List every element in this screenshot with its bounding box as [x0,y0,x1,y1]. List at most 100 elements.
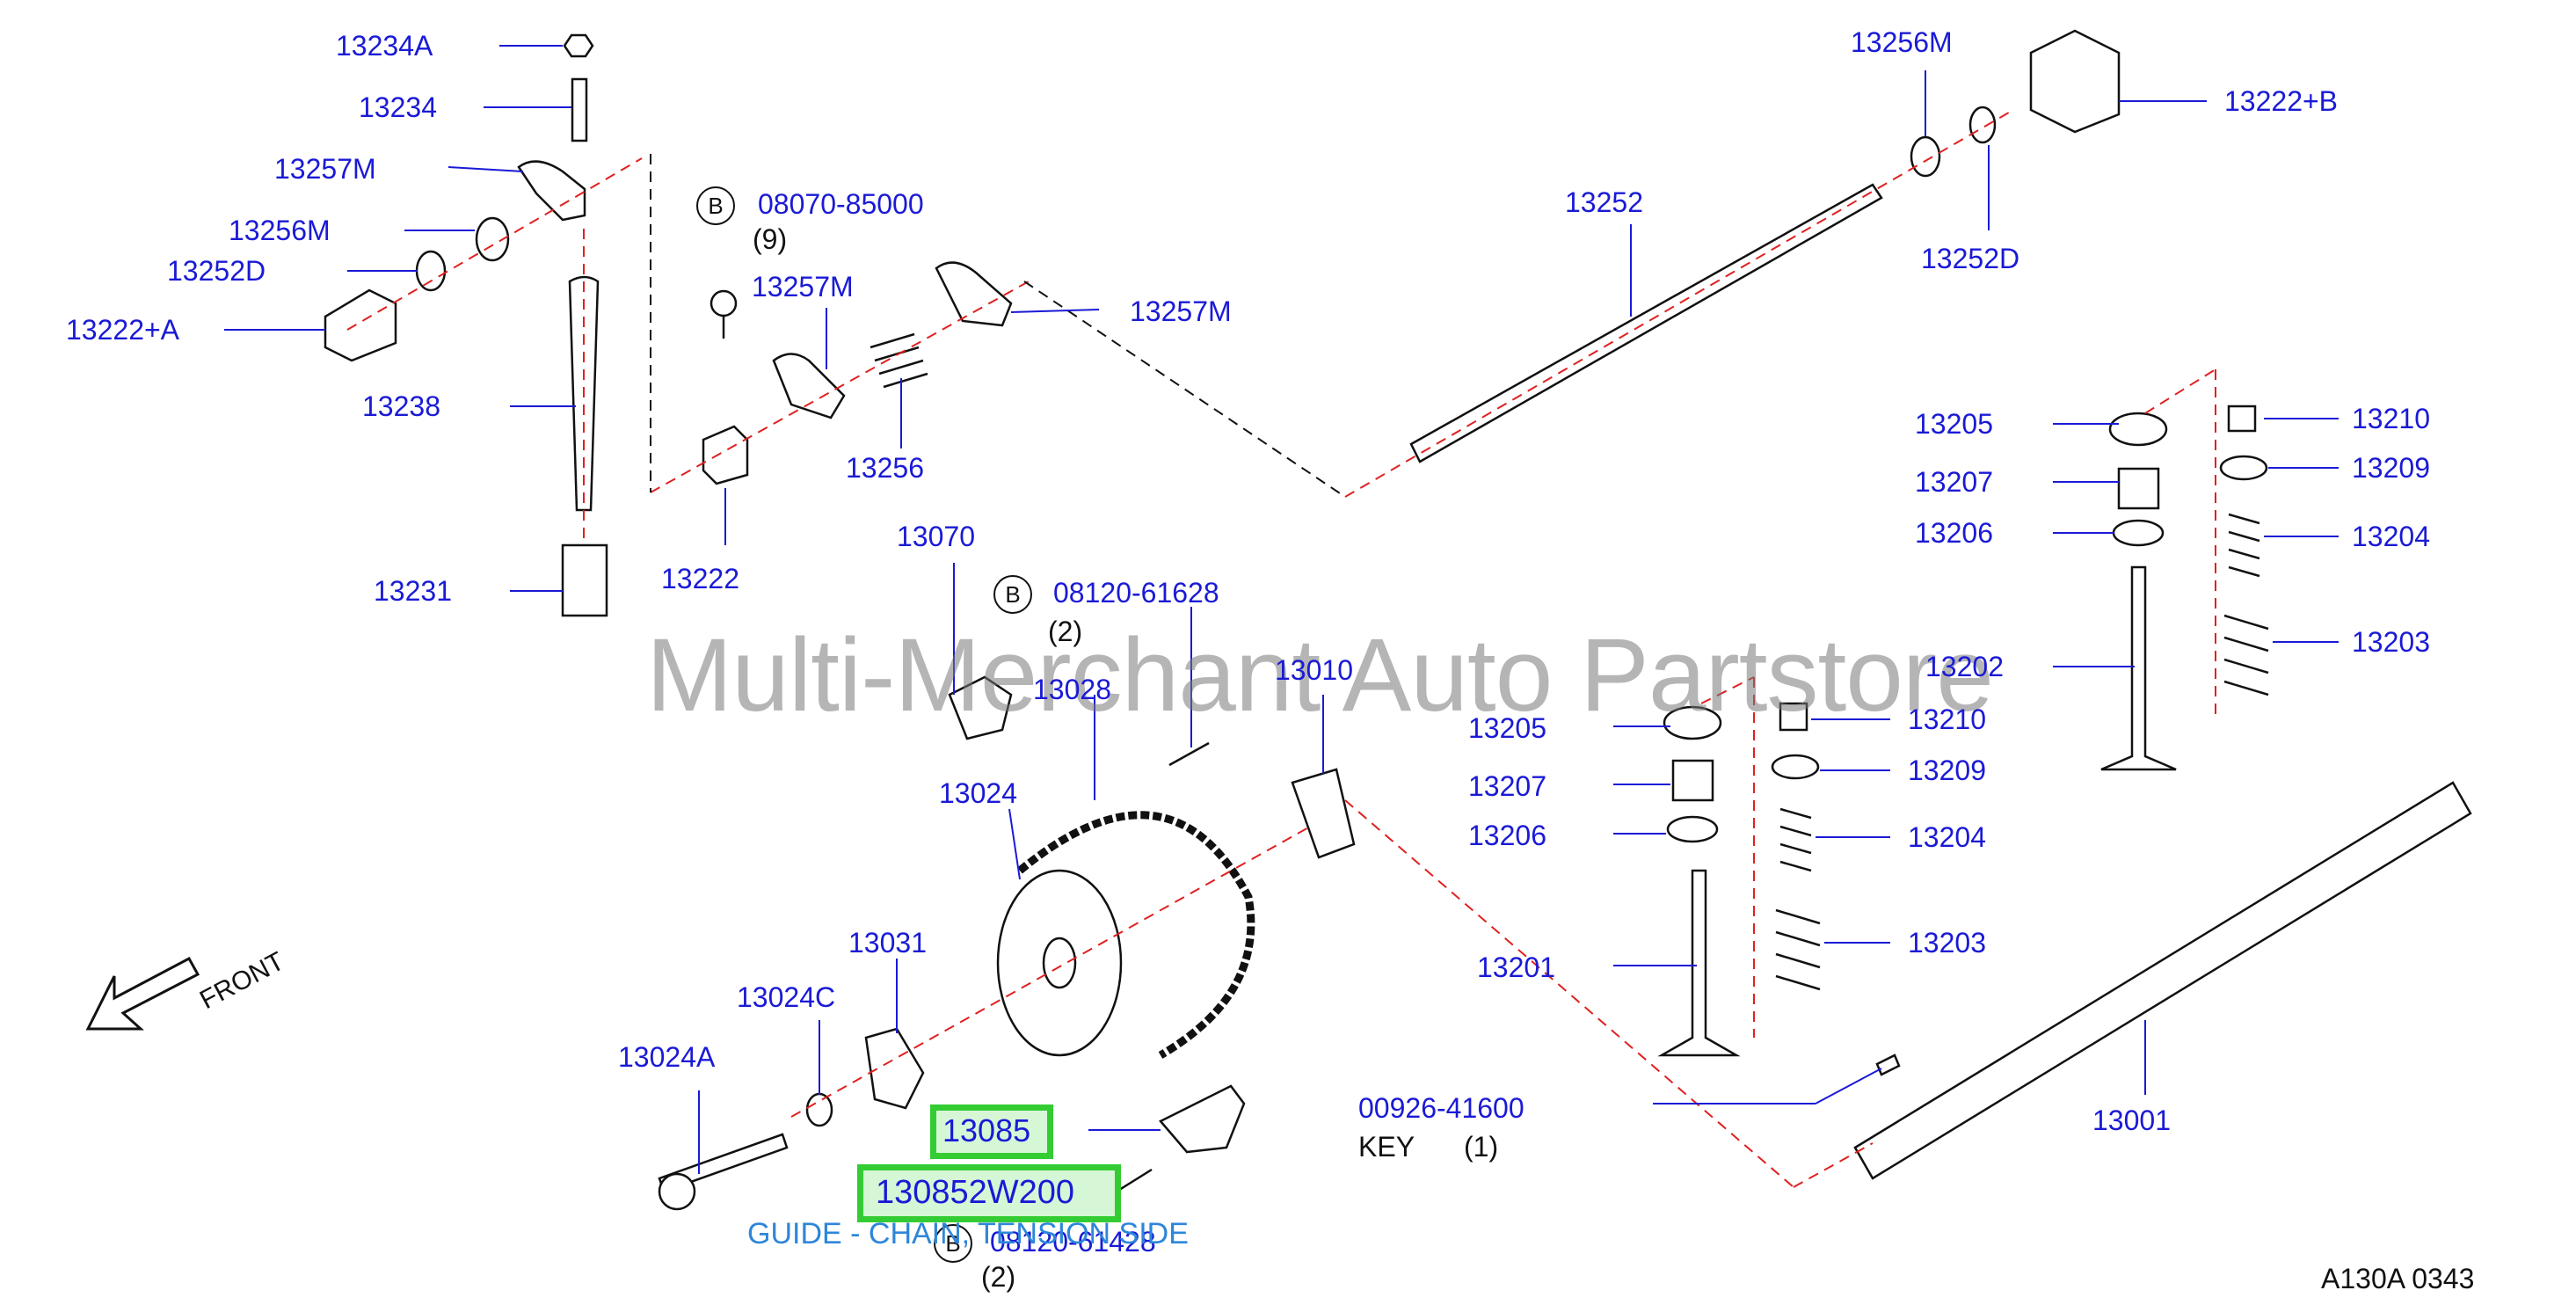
label-13222[interactable]: 13222 [661,563,739,594]
dash-valve-r [2144,368,2216,414]
label-13203-m[interactable]: 13203 [1908,927,1986,959]
label-13222A[interactable]: 13222+A [66,314,180,346]
label-13205-m[interactable]: 13205 [1468,712,1546,744]
qty-key: (1) [1464,1131,1499,1163]
seat-13206-r[interactable] [2112,519,2165,547]
dash-black-1 [1023,281,1346,498]
rocker-13257M-c[interactable] [935,261,1013,327]
label-13024[interactable]: 13024 [939,777,1017,809]
spring-13203-m[interactable] [1775,908,1821,991]
spring-13256[interactable] [870,332,928,389]
label-13204-r[interactable]: 13204 [2352,521,2430,552]
nut-13234A[interactable] [563,33,594,58]
circle-b-08070: B [696,186,735,225]
label-13209-m[interactable]: 13209 [1908,755,1986,786]
label-13222B[interactable]: 13222+B [2224,85,2339,117]
label-13010[interactable]: 13010 [1275,654,1353,686]
label-13205-r[interactable]: 13205 [1915,408,1993,440]
leader-13257M-c [1010,309,1100,313]
support-13222A[interactable] [324,288,397,362]
keeper-13210-r[interactable] [2227,405,2257,433]
label-13207-r[interactable]: 13207 [1915,466,1993,498]
label-13210-r[interactable]: 13210 [2352,403,2430,434]
label-13206-m[interactable]: 13206 [1468,820,1546,851]
rocker-shaft-13252[interactable] [1409,183,1883,463]
label-13028[interactable]: 13028 [1033,674,1111,705]
label-13234A[interactable]: 13234A [336,30,433,62]
label-08070-85000[interactable]: 08070-85000 [758,188,924,220]
label-13024A[interactable]: 13024A [618,1041,716,1073]
valve-13202[interactable] [2100,565,2177,771]
washer-13252D-a[interactable] [415,250,447,292]
part-number-130852W200[interactable]: 130852W200 [876,1174,1075,1211]
label-08120-61428[interactable]: 08120-61428 [990,1226,1156,1258]
camshaft-13001[interactable] [1853,781,2472,1180]
washer-13256M-b[interactable] [1910,135,1941,178]
plate-13010[interactable] [1291,768,1356,859]
label-13203-r[interactable]: 13203 [2352,626,2430,658]
retainer-13205-m[interactable] [1663,705,1722,740]
support-13222[interactable] [702,425,749,485]
label-00926-41600[interactable]: 00926-41600 [1358,1092,1524,1124]
qty-08120-a: (2) [1048,616,1083,647]
dash-shaft-axis [1344,109,2014,498]
bolt-08070-head[interactable] [709,289,738,317]
label-13210-m[interactable]: 13210 [1908,704,1986,735]
rocker-13257M-a[interactable] [517,160,586,222]
bolt-08120-b[interactable] [1116,1168,1153,1193]
key-00926[interactable] [1875,1053,1901,1076]
label-13201[interactable]: 13201 [1477,951,1555,983]
label-13085[interactable]: 13085 [942,1112,1031,1148]
sprocket-13024[interactable] [996,869,1123,1057]
gear-13031[interactable] [864,1027,925,1110]
seal-13207-m[interactable] [1671,759,1714,802]
label-13207-m[interactable]: 13207 [1468,770,1546,802]
highlight-13085-box[interactable] [930,1105,1053,1159]
support-13222B[interactable] [2029,29,2121,134]
label-13070[interactable]: 13070 [897,521,975,552]
label-13252[interactable]: 13252 [1565,186,1643,218]
label-13256M-a[interactable]: 13256M [229,215,331,246]
seat-13206-m[interactable] [1666,815,1719,843]
rocker-13257M-b[interactable] [772,353,846,419]
stud-13234[interactable] [571,77,588,142]
label-13024C[interactable]: 13024C [737,981,836,1013]
label-13238[interactable]: 13238 [362,390,440,422]
spring-13203-r[interactable] [2223,614,2269,696]
dash-cam2 [1793,1142,1874,1188]
valve-13201[interactable] [1657,869,1741,1057]
label-13252D-b[interactable]: 13252D [1921,243,2020,274]
spring-13204-r[interactable] [2228,513,2260,578]
highlight-partnumber-box[interactable] [857,1164,1121,1222]
seat-13209-m[interactable] [1771,754,1820,780]
bolt-13024A-head[interactable] [658,1172,696,1211]
tensioner-13070[interactable] [948,675,1013,740]
label-13234[interactable]: 13234 [359,91,437,123]
washer-13252D-b[interactable] [1968,106,1997,144]
label-13001[interactable]: 13001 [2092,1105,2171,1136]
label-13257M-a[interactable]: 13257M [274,153,376,185]
label-13256[interactable]: 13256 [846,452,924,484]
seat-13209-r[interactable] [2219,455,2268,481]
label-13257M-c[interactable]: 13257M [1130,295,1232,327]
washer-13024C[interactable] [805,1092,833,1127]
label-13209-r[interactable]: 13209 [2352,452,2430,484]
label-13206-r[interactable]: 13206 [1915,517,1993,549]
dash-valve-m [1700,676,1755,704]
label-13257M-b[interactable]: 13257M [752,271,854,303]
label-08120-61628[interactable]: 08120-61628 [1053,577,1219,609]
chain-13028[interactable] [1017,811,1255,1059]
spring-13204-m[interactable] [1779,807,1812,872]
bolt-08120-a[interactable] [1168,741,1210,767]
label-13252D-a[interactable]: 13252D [167,255,266,287]
chain-guide-13085[interactable] [1159,1084,1246,1154]
lifter-13231[interactable] [561,543,608,617]
label-13204-m[interactable]: 13204 [1908,821,1986,853]
label-13031[interactable]: 13031 [848,927,927,959]
label-13202[interactable]: 13202 [1925,651,2004,682]
label-13231[interactable]: 13231 [374,575,452,607]
seal-13207-r[interactable] [2117,467,2160,510]
retainer-13205-r[interactable] [2108,412,2168,447]
keeper-13210-m[interactable] [1779,702,1808,732]
label-13256M-b[interactable]: 13256M [1851,26,1953,58]
